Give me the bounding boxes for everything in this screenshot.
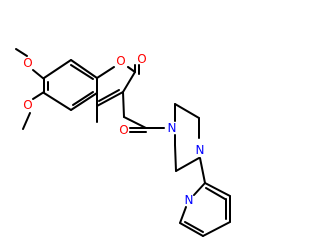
bond-C8a-C8-inner bbox=[70, 64, 94, 80]
bond-C3-C4-inner bbox=[98, 89, 120, 102]
atom-piperazine-nitrogen: N bbox=[196, 143, 205, 157]
bond-C5-C4a bbox=[70, 92, 98, 111]
atom-carbonyl-oxygen: O bbox=[137, 52, 146, 66]
bond-O1-C2 bbox=[127, 66, 136, 73]
bond-Cpy6-Cpy5-inner bbox=[184, 221, 204, 233]
bond-Cpy2-Npy bbox=[193, 182, 206, 196]
bond-Npip-Cpy2 bbox=[199, 157, 206, 184]
bond-Cpy5-Cpy4 bbox=[202, 221, 231, 237]
atom-pyridine-nitrogen: N bbox=[185, 193, 194, 207]
bond-Cpy3-Cpy2-inner bbox=[205, 187, 226, 200]
bond-C3-C4 bbox=[96, 91, 124, 107]
atom-amide-nitrogen: N bbox=[168, 121, 177, 135]
bond-C3-CH2 bbox=[122, 91, 125, 118]
atom-ring-oxygen: O bbox=[116, 54, 125, 68]
bond-Cp1-Cp2 bbox=[174, 103, 200, 119]
bond-O6-C6 bbox=[32, 91, 45, 100]
molecule-structure-diagram: O O O O O N N N bbox=[15, 48, 231, 237]
bond-Cp3-Cp4 bbox=[174, 144, 177, 172]
bond-C8a-C8 bbox=[70, 59, 98, 79]
bond-O6-methyl6 bbox=[22, 112, 31, 130]
bond-C8-C7 bbox=[43, 59, 72, 79]
molecule-svg: O O O O O N N N bbox=[15, 48, 231, 237]
bond-CH2-Camide bbox=[123, 116, 147, 129]
atom-labels: O O O O O N N N bbox=[23, 52, 204, 207]
bond-Cpy6-Cpy5 bbox=[179, 222, 204, 237]
bond-Npip-Cp3 bbox=[175, 157, 200, 172]
bond-C8a-O1 bbox=[96, 66, 115, 79]
bond-C5-C4a-inner bbox=[72, 91, 94, 106]
bond-C2-C3 bbox=[122, 71, 136, 93]
bond-C6-C5 bbox=[43, 92, 72, 111]
atom-methoxy-oxygen-6: O bbox=[23, 98, 32, 112]
bond-Cpy3-Cpy2 bbox=[204, 182, 231, 197]
atom-methoxy-oxygen-7: O bbox=[23, 56, 32, 70]
bond-Npy-Cpy6 bbox=[179, 206, 187, 224]
bond-O7-C7 bbox=[32, 69, 45, 80]
atom-amide-oxygen: O bbox=[119, 123, 128, 137]
bonds bbox=[15, 48, 231, 237]
bond-methyl7-O7 bbox=[15, 48, 28, 57]
